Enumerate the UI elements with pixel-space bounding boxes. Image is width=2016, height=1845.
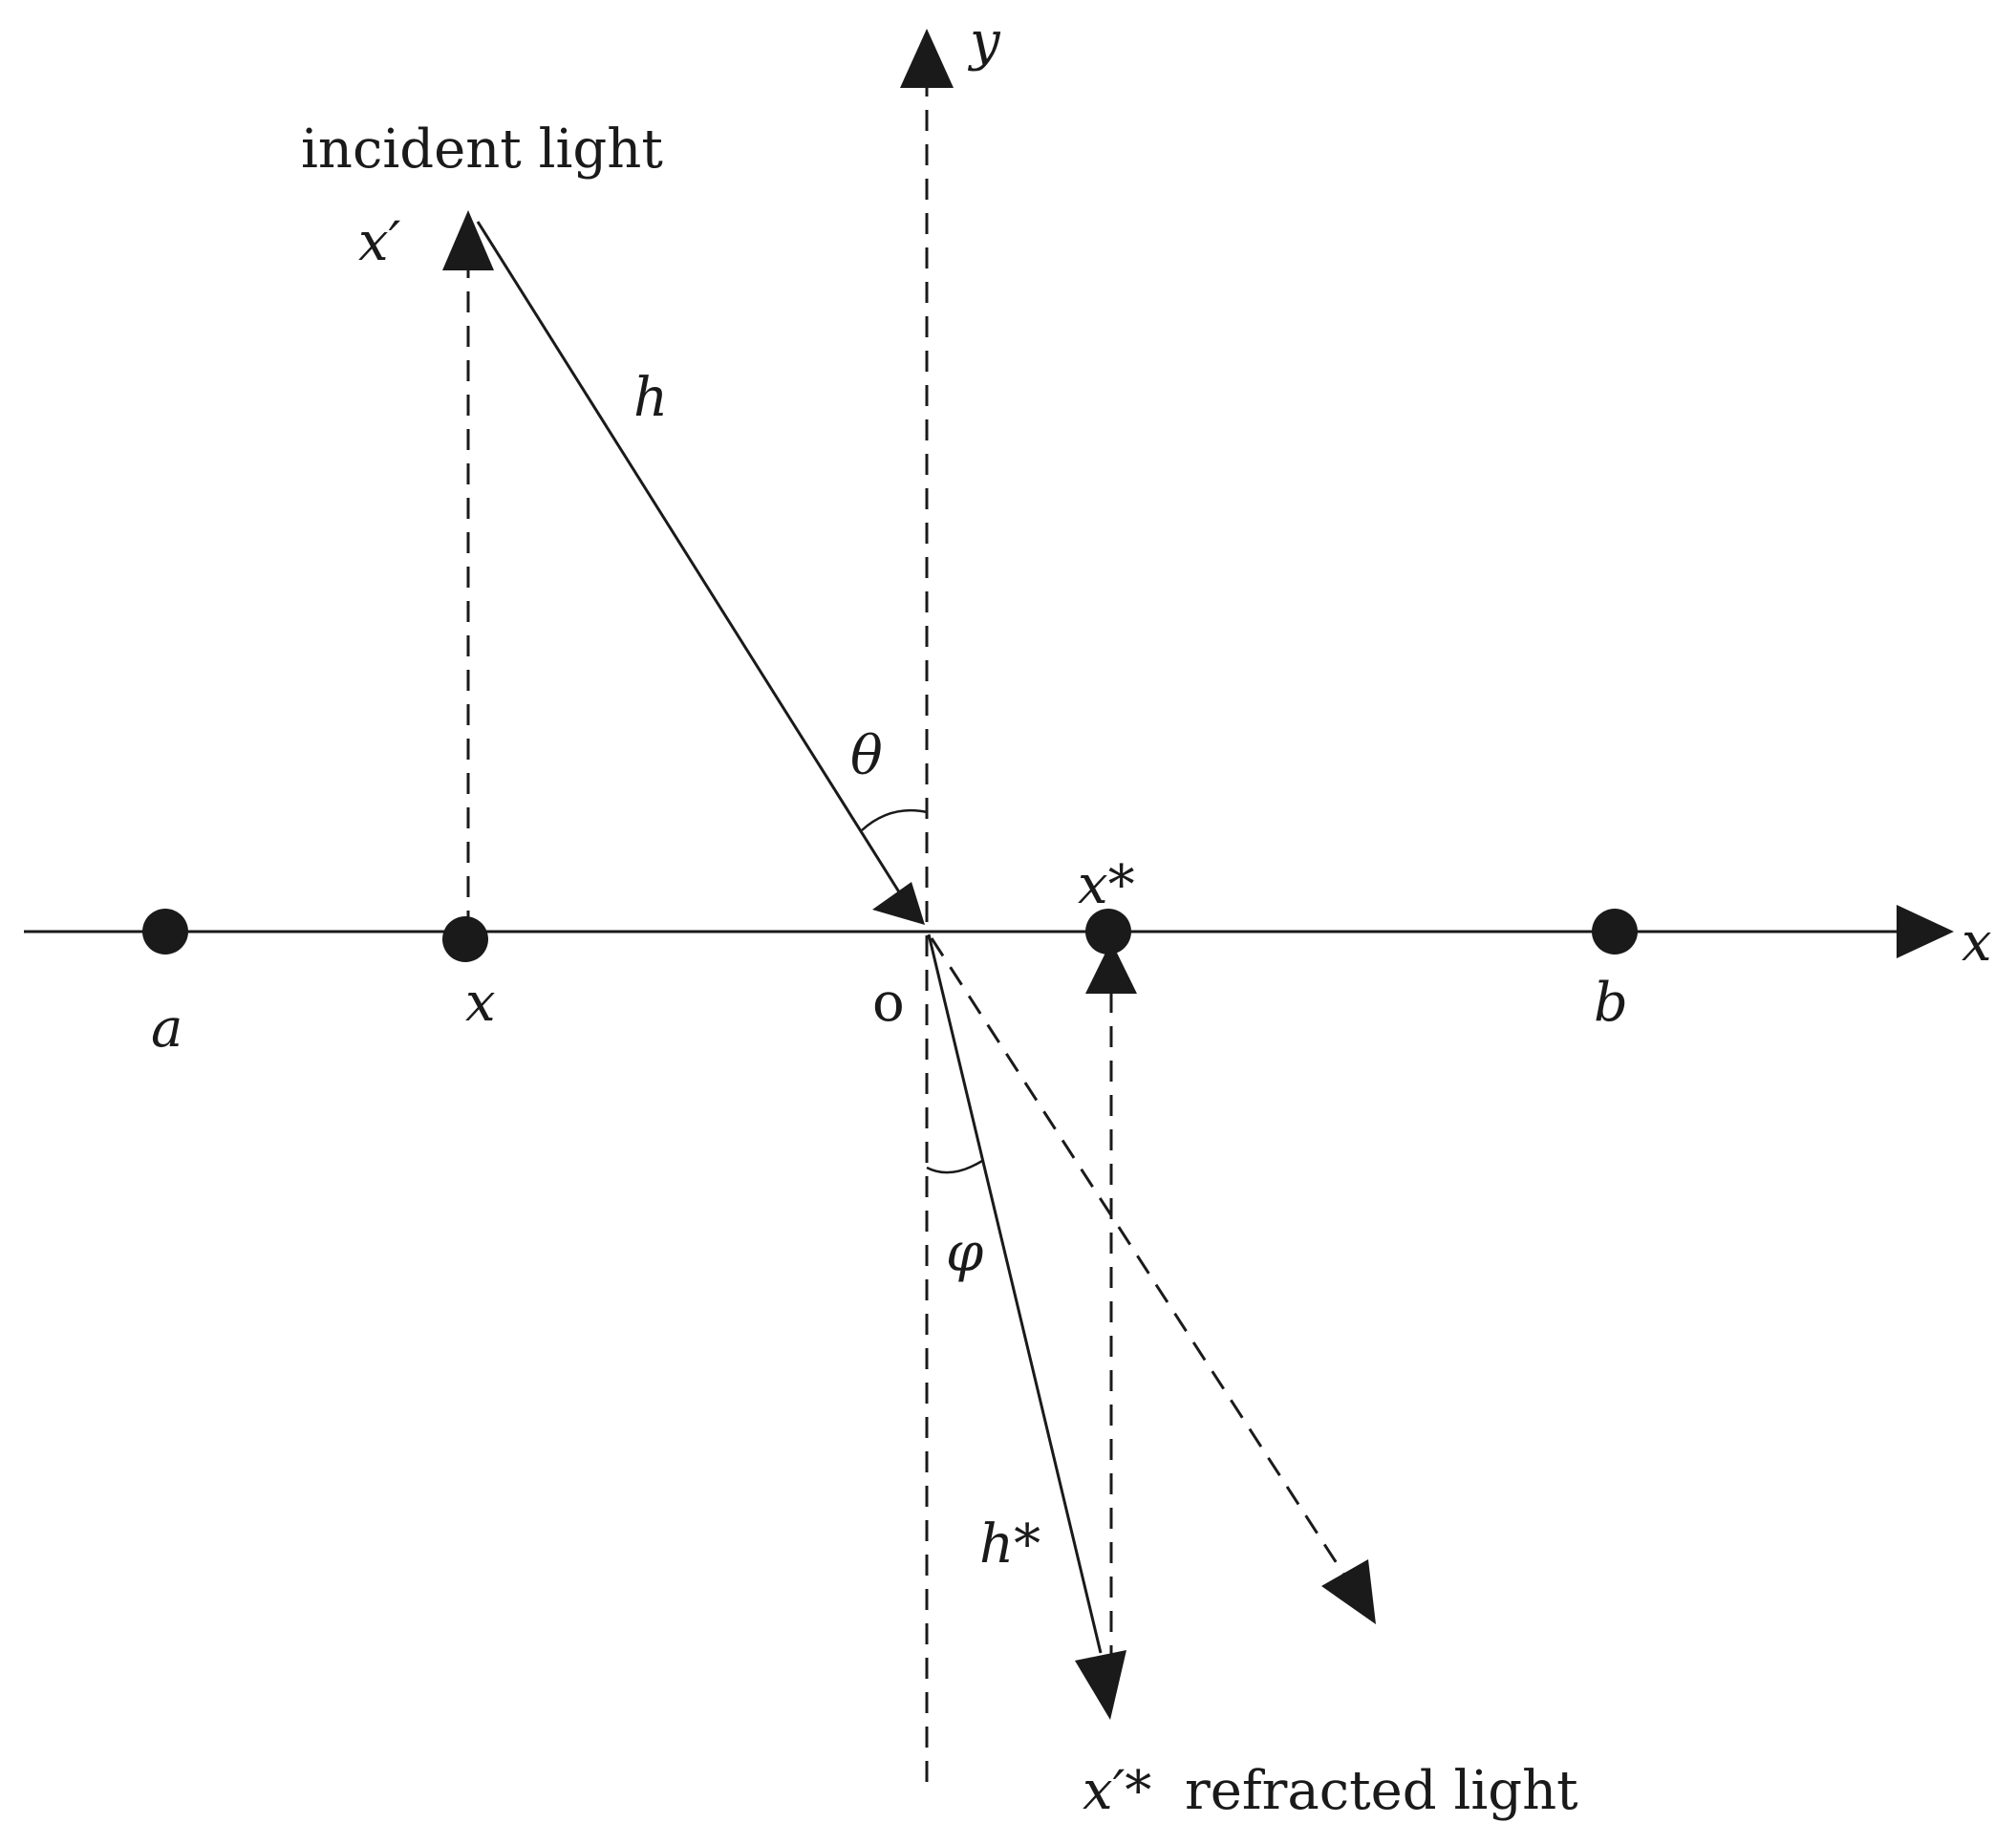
theta-arc	[861, 808, 928, 831]
x-axis-label: x	[1962, 912, 1992, 974]
incident-ray-h	[476, 221, 905, 899]
refracted-ray-h-star	[927, 933, 1103, 1654]
x-star-label: x*	[1078, 854, 1135, 916]
x-prime-label: x′	[358, 211, 401, 273]
x-prime-arrowhead	[442, 210, 494, 270]
theta-label: θ	[850, 725, 883, 787]
phi-arc	[926, 1159, 983, 1174]
x-axis-arrowhead	[1897, 905, 1954, 958]
point-a	[142, 909, 188, 955]
refracted-light-label: refracted light	[1185, 1760, 1578, 1822]
point-x-star	[1085, 909, 1131, 955]
b-label: b	[1594, 972, 1628, 1034]
phi-label: φ	[946, 1222, 983, 1284]
a-label: a	[151, 998, 182, 1060]
refracted-ray-arrowhead	[1075, 1650, 1126, 1720]
x-star-arrowhead	[1085, 941, 1137, 994]
point-x	[442, 916, 488, 962]
y-axis-arrowhead	[900, 29, 954, 88]
incident-light-label: incident light	[301, 118, 663, 181]
origin-label: o	[872, 972, 905, 1034]
y-axis-label: y	[967, 11, 1001, 73]
extension-arrowhead	[1321, 1559, 1376, 1624]
incident-ray-arrowhead	[872, 882, 925, 925]
h-star-label: h*	[979, 1513, 1040, 1576]
x-label: x	[465, 972, 496, 1034]
x-prime-star-label: x′*	[1083, 1760, 1151, 1822]
incident-ray-extension	[930, 937, 1347, 1577]
point-b	[1592, 909, 1638, 955]
h-label: h	[633, 367, 668, 429]
